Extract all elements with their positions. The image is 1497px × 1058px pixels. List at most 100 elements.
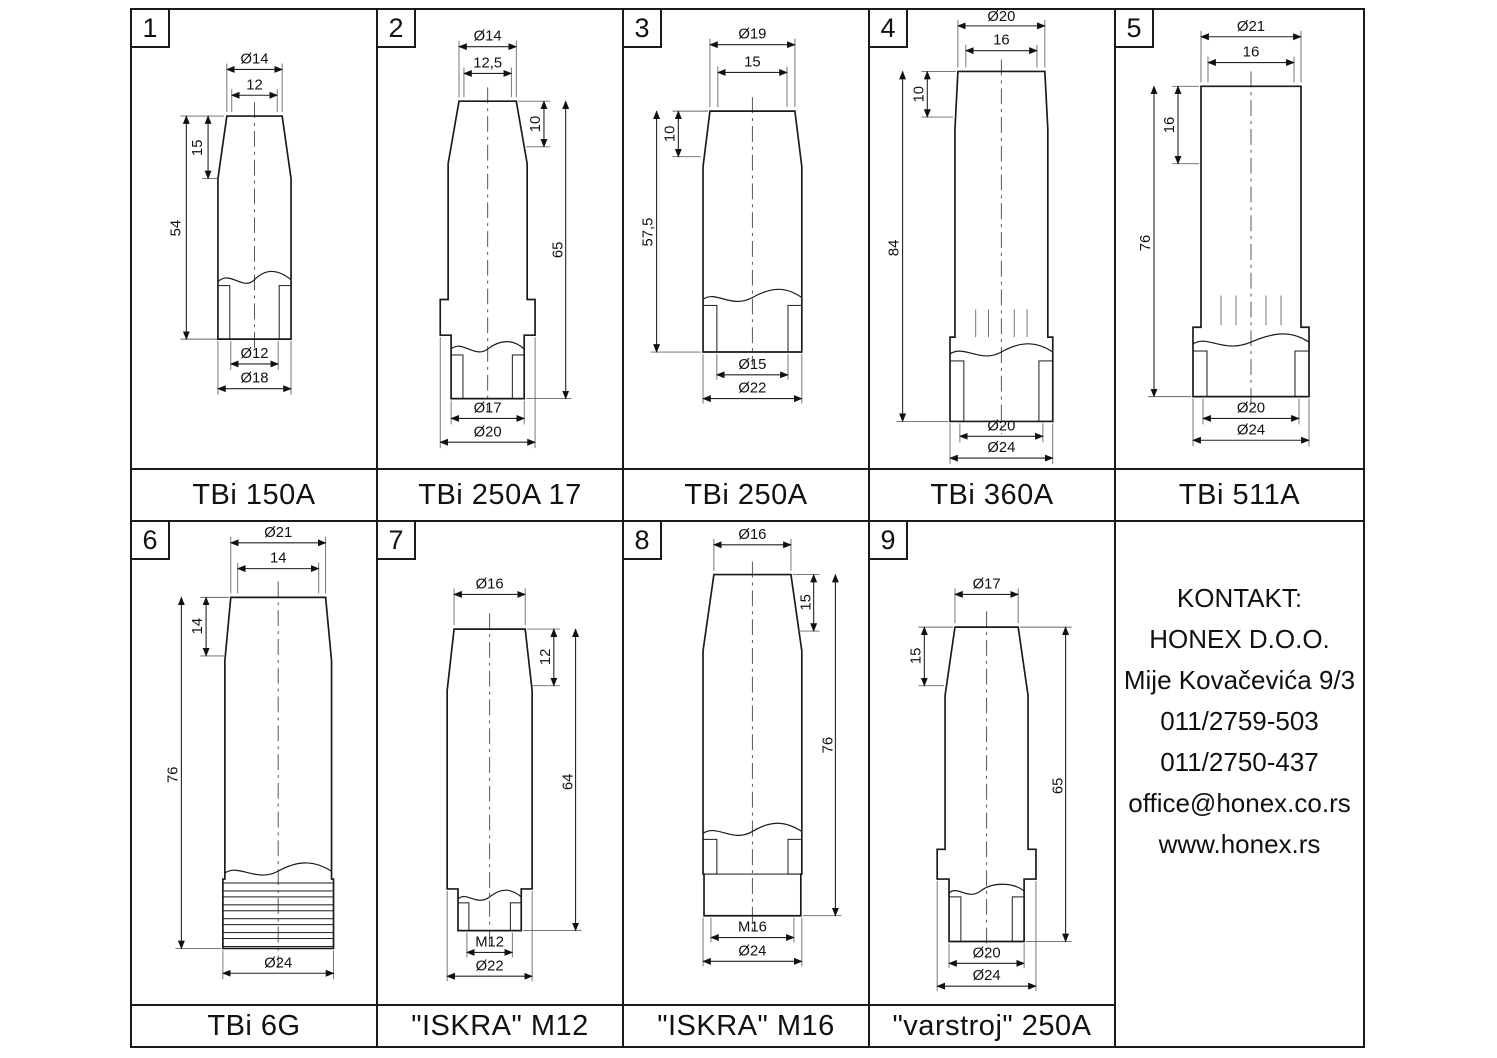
dim-side-total: 57,5: [641, 218, 657, 247]
dim-top-inner: 12: [246, 77, 262, 93]
dim-top-outer: Ø17: [973, 576, 1001, 592]
model-label-7: "ISKRA" M12: [378, 1006, 624, 1046]
model-label-5: TBi 511A: [1116, 470, 1363, 522]
break-line: [702, 822, 803, 836]
dim-side-upper: 10: [911, 86, 927, 103]
nozzle-drawing-9: Ø17 15 65 Ø20 Ø24: [908, 576, 1072, 992]
drawing-cell-4: 4: [870, 10, 1116, 470]
cell-number-badge: 2: [378, 10, 416, 48]
break-line: [1192, 333, 1310, 347]
contact-block: KONTAKT: HONEX D.O.O. Mije Kovačevića 9/…: [1116, 522, 1363, 865]
dim-side-upper: 12: [538, 649, 554, 666]
dim-top-inner: 15: [744, 54, 760, 70]
dim-bottom-outer: Ø24: [264, 955, 292, 971]
model-label-6: TBi 6G: [132, 1006, 378, 1046]
drawing-cell-3: 3: [624, 10, 870, 470]
dim-top-outer: Ø21: [1237, 18, 1265, 35]
dim-side-total: 84: [887, 240, 903, 257]
contact-title: KONTAKT:: [1176, 583, 1303, 613]
dim-top-outer: Ø14: [241, 52, 269, 68]
dim-bottom-inner: Ø20: [973, 945, 1001, 961]
dim-bottom-inner: Ø12: [241, 346, 269, 362]
model-label-8: "ISKRA" M16: [624, 1006, 870, 1046]
dim-top-inner: 12,5: [473, 55, 502, 71]
dim-bottom-outer: Ø24: [738, 943, 766, 959]
drawing-cell-1: 1: [132, 10, 378, 470]
nozzle-drawing-6: Ø21 14 14 76 Ø24: [165, 525, 335, 980]
dimension-lines: [446, 588, 582, 982]
nozzle-drawing-5: Ø21 16 16 76 Ø20 Ø24: [1137, 18, 1310, 447]
dim-side-upper: 14: [190, 618, 206, 635]
dim-side-total: 54: [168, 220, 184, 237]
dim-bottom-outer: Ø20: [474, 424, 502, 440]
drawing-cell-2: 2: [378, 10, 624, 470]
drawing-cell-7: 7: [378, 522, 624, 1006]
hatch-section: [457, 902, 522, 932]
dim-side-upper: 15: [908, 648, 924, 665]
dim-side-total: 76: [820, 737, 836, 754]
hatch-section: [948, 896, 1025, 943]
dim-bottom-outer: Ø22: [738, 381, 766, 397]
dim-bottom-inner: M12: [475, 934, 504, 950]
contact-email: office@honex.co.rs: [1128, 788, 1351, 818]
dimension-lines: [180, 63, 292, 395]
dim-top-outer: Ø16: [738, 527, 766, 543]
dim-side-upper: 15: [799, 594, 815, 611]
model-label-4: TBi 360A: [870, 470, 1116, 522]
break-line: [949, 343, 1054, 357]
dim-bottom-outer: Ø24: [973, 968, 1001, 984]
hatch-section: [1192, 350, 1310, 398]
dim-side-upper: 16: [1161, 117, 1178, 134]
dim-bottom-inner: Ø20: [987, 418, 1015, 434]
drawing-cell-9: 9: [870, 522, 1116, 1006]
dimension-lines: [896, 19, 1054, 465]
dimension-lines: [439, 40, 572, 449]
nozzle-drawing-8: Ø16 15 76 M16 Ø24: [702, 527, 842, 967]
dim-bottom-outer: Ø18: [241, 371, 269, 387]
dim-side-upper: 15: [190, 140, 206, 157]
contact-company: HONEX D.O.O.: [1149, 624, 1330, 654]
nozzle-drawing-2: Ø14 12,5 10 65 Ø17 Ø20: [439, 29, 572, 449]
nozzle-drawing-7: Ø16 12 64 M12 Ø22: [446, 576, 582, 982]
nozzle-drawing-4: Ø20 16 10 84 Ø20 Ø24: [887, 10, 1054, 465]
dimension-lines: [702, 538, 842, 967]
cell-number-badge: 5: [1116, 10, 1154, 48]
cell-number-badge: 1: [132, 10, 170, 48]
contact-phone-1: 011/2759-503: [1160, 706, 1319, 736]
dim-bottom-inner: Ø20: [1237, 400, 1265, 417]
dim-side-total: 64: [561, 774, 577, 791]
nozzle-outline: [222, 596, 335, 950]
model-label-3: TBi 250A: [624, 470, 870, 522]
cell-number-badge: 9: [870, 522, 908, 560]
model-label-1: TBi 150A: [132, 470, 378, 522]
dim-bottom-outer: Ø24: [987, 440, 1015, 456]
thread-section: [703, 873, 802, 917]
dim-side-total: 76: [1137, 235, 1154, 252]
contact-cell: KONTAKT: HONEX D.O.O. Mije Kovačevića 9/…: [1116, 522, 1363, 1046]
dim-bottom-inner: M16: [738, 920, 767, 936]
dim-bottom-inner: Ø17: [474, 400, 502, 416]
catalog-table: 1: [130, 8, 1365, 1048]
dimension-lines: [918, 588, 1072, 992]
dim-side-upper: 10: [662, 126, 678, 143]
cell-number-badge: 6: [132, 522, 170, 560]
dim-side-upper: 10: [528, 116, 544, 133]
dimension-lines: [1148, 30, 1310, 447]
break-line: [450, 341, 525, 353]
contact-tip-lines: [975, 309, 1028, 338]
hatch-section: [217, 285, 292, 340]
contact-phone-2: 011/2750-437: [1160, 747, 1319, 777]
break-line: [217, 270, 292, 284]
dim-top-outer: Ø20: [987, 10, 1015, 25]
dim-top-inner: 16: [1243, 44, 1260, 61]
break-line: [702, 288, 803, 302]
nozzle-drawing-3: Ø19 15 10 57,5 Ø15 Ø22: [641, 27, 803, 404]
contact-tip-lines: [1220, 295, 1282, 326]
break-line: [224, 862, 332, 876]
break-line: [948, 883, 1025, 895]
model-label-9: "varstroj" 250A: [870, 1006, 1116, 1046]
dim-top-inner: 16: [993, 33, 1009, 49]
dimension-lines: [650, 38, 803, 404]
dim-side-total: 76: [165, 767, 181, 784]
